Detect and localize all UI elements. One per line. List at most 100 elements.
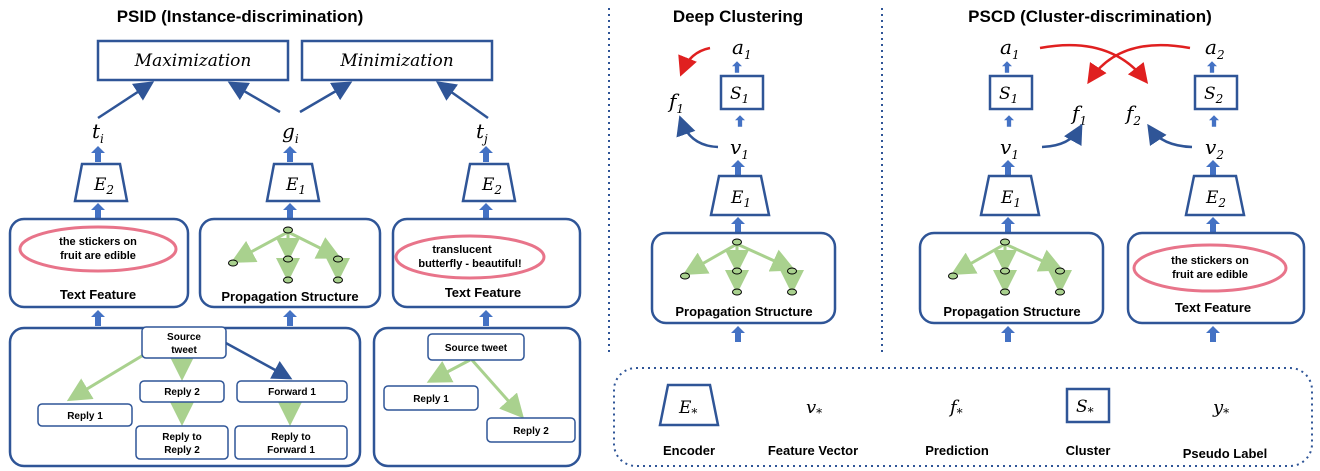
text-feature-label: Text Feature xyxy=(1175,300,1251,315)
f2-symbol: f2 xyxy=(1124,101,1141,128)
arrow-v1-to-f1 xyxy=(1041,123,1083,149)
forward-1-node xyxy=(236,380,348,403)
text-bubble xyxy=(18,225,178,273)
up-arrow xyxy=(479,146,493,162)
bubble-text: fruit are edible xyxy=(1172,269,1248,281)
arrow-v1-to-f1 xyxy=(676,115,719,149)
e2-left-label: E2 xyxy=(93,175,114,197)
minimization-label: Minimization xyxy=(339,51,453,71)
up-arrow xyxy=(1206,326,1220,342)
legend-encoder-text: Encoder xyxy=(663,443,715,458)
text-feature-label: Text Feature xyxy=(445,285,521,300)
legend-box xyxy=(613,367,1313,467)
f1-symbol: f1 xyxy=(667,89,684,116)
node-label: Reply 1 xyxy=(413,394,449,405)
node-label: Reply 2 xyxy=(164,445,200,456)
node-label: Reply 2 xyxy=(164,387,200,398)
up-arrow xyxy=(732,61,742,73)
e2-right-label: E2 xyxy=(481,175,502,197)
reply-2-node xyxy=(139,380,225,403)
source-tweet-node xyxy=(427,333,525,361)
up-arrow xyxy=(1206,217,1220,233)
red-pseudo-label-arrow xyxy=(678,46,711,77)
reply-to-reply-2-node xyxy=(135,425,229,460)
encoder-e1-deep xyxy=(709,174,771,217)
legend-e-label: E* xyxy=(678,398,697,420)
up-arrow xyxy=(91,310,105,326)
v1-symbol: v1 xyxy=(1000,135,1019,162)
bubble-text: fruit are edible xyxy=(60,250,136,262)
encoder-e1-pscd xyxy=(979,174,1041,217)
bubble-text: the stickers on xyxy=(1171,255,1249,267)
a1-symbol: a1 xyxy=(1000,35,1020,62)
v2-symbol: v2 xyxy=(1205,135,1224,162)
legend-cluster-text: Cluster xyxy=(1066,443,1111,458)
legend-pseudo-label-text: Pseudo Label xyxy=(1183,446,1268,461)
encoder-e2-pscd xyxy=(1184,174,1246,217)
source-tweet-node xyxy=(141,326,227,359)
tree-edge xyxy=(426,358,471,383)
e1-center-label: E1 xyxy=(285,175,306,197)
legend-cluster-symbol xyxy=(1065,387,1111,424)
maximization-label: Maximization xyxy=(134,51,252,71)
up-arrow xyxy=(1207,61,1217,73)
up-arrow xyxy=(479,310,493,326)
up-arrow xyxy=(283,203,297,219)
text-bubble xyxy=(394,234,546,280)
up-arrow xyxy=(1206,160,1220,176)
reply-1-node xyxy=(383,385,479,411)
arrow-ti-to-max xyxy=(97,81,155,120)
up-arrow xyxy=(731,160,745,176)
node-label: Source xyxy=(167,332,201,343)
propagation-tree xyxy=(948,238,1072,296)
psid-title: PSID (Instance-discrimination) xyxy=(117,7,364,26)
v1-symbol: v1 xyxy=(730,135,749,162)
cluster-s1-box xyxy=(988,74,1034,111)
e1-pscd-label: E1 xyxy=(1000,188,1021,210)
legend-encoder-symbol xyxy=(658,383,720,427)
up-arrow xyxy=(1209,115,1219,127)
red-pseudo-label-arrow-1 xyxy=(1039,43,1149,84)
tj-symbol: tj xyxy=(476,119,488,146)
reply-1-node xyxy=(37,403,133,427)
maximization-box xyxy=(96,39,290,82)
propagation-structure-label: Propagation Structure xyxy=(221,289,358,304)
arrow-gi-to-max xyxy=(227,81,281,114)
bubble-text: the stickers on xyxy=(59,236,137,248)
a1-symbol: a1 xyxy=(732,35,752,62)
encoder-e2-left xyxy=(73,162,129,203)
node-label: Source tweet xyxy=(445,343,508,354)
up-arrow xyxy=(1001,160,1015,176)
propagation-structure-label: Propagation Structure xyxy=(675,304,812,319)
up-arrow xyxy=(731,326,745,342)
up-arrow xyxy=(1004,115,1014,127)
arrow-tj-to-min xyxy=(435,81,489,120)
propagation-tree xyxy=(680,238,804,296)
bubble-text: translucent xyxy=(432,244,492,256)
cluster-s1-box xyxy=(719,74,765,111)
minimization-box xyxy=(300,39,494,82)
legend-s-label: S* xyxy=(1076,397,1094,419)
node-label: Reply 1 xyxy=(67,411,103,422)
node-label: tweet xyxy=(171,345,197,356)
a2-symbol: a2 xyxy=(1205,35,1225,62)
s1-label: S1 xyxy=(730,84,749,106)
legend-feature-vector-text: Feature Vector xyxy=(768,443,858,458)
gi-symbol: gi xyxy=(282,119,299,146)
propagation-structure-label: Propagation Structure xyxy=(943,304,1080,319)
up-arrow xyxy=(283,146,297,162)
pscd-title: PSCD (Cluster-discrimination) xyxy=(968,7,1212,26)
propagation-tree xyxy=(228,226,350,284)
ti-symbol: ti xyxy=(92,119,104,146)
up-arrow xyxy=(731,217,745,233)
node-label: Reply 2 xyxy=(513,426,549,437)
cluster-s2-box xyxy=(1193,74,1239,111)
red-pseudo-label-arrow-2 xyxy=(1087,43,1191,85)
text-feature-label: Text Feature xyxy=(60,287,136,302)
e2-pscd-label: E2 xyxy=(1205,188,1226,210)
encoder-e2-right xyxy=(461,162,517,203)
encoder-e1-center xyxy=(265,162,321,203)
s1-label: S1 xyxy=(999,84,1018,106)
tree-edge xyxy=(470,359,524,419)
